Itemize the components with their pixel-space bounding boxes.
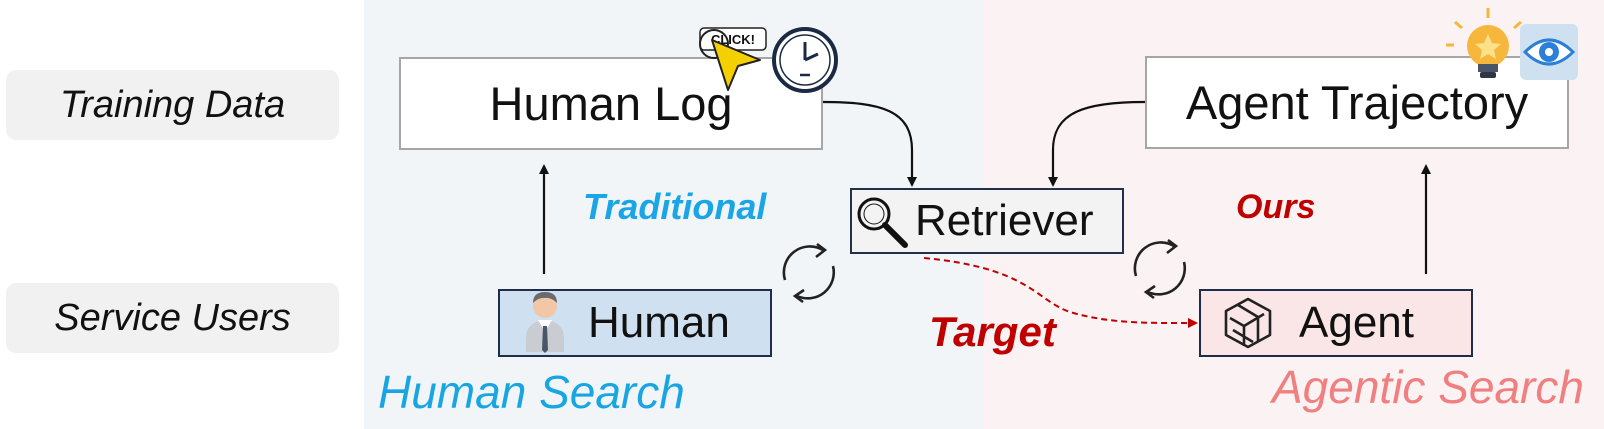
human-log-box: Human Log [399, 57, 823, 150]
arrow-trajectory-to-retriever [1048, 100, 1146, 187]
row-label-training-data-text: Training Data [59, 83, 286, 126]
person-icon [526, 292, 564, 353]
eye-icon [1520, 24, 1578, 80]
human-log-label: Human Log [489, 77, 733, 130]
arrow-log-to-retriever [822, 100, 917, 187]
traditional-label: Traditional [583, 186, 767, 227]
agent-label: Agent [1299, 298, 1414, 347]
row-label-service-users-text: Service Users [54, 296, 291, 339]
cursor-click-icon: CLICK! [699, 27, 767, 91]
row-label-service-users: Service Users [6, 283, 339, 353]
agentic-search-title: Agentic Search [1272, 361, 1584, 413]
lightbulb-icon [1446, 8, 1530, 78]
retriever-label: Retriever [915, 196, 1094, 245]
magnifier-icon [857, 197, 908, 248]
refresh-cycle-icon-right [1133, 238, 1187, 300]
clock-icon [772, 27, 838, 93]
arrow-retriever-to-agent [923, 257, 1198, 329]
human-search-title: Human Search [378, 366, 685, 418]
row-label-training-data: Training Data [6, 70, 339, 140]
human-label: Human [588, 298, 730, 347]
target-label: Target [929, 308, 1056, 355]
agent-trajectory-box: Agent Trajectory [1145, 56, 1569, 149]
agent-logo-icon [1224, 297, 1272, 349]
ours-label: Ours [1236, 188, 1316, 226]
agent-trajectory-label: Agent Trajectory [1185, 76, 1529, 129]
retriever-box: Retriever [850, 188, 1124, 254]
refresh-cycle-icon-left [782, 242, 836, 304]
